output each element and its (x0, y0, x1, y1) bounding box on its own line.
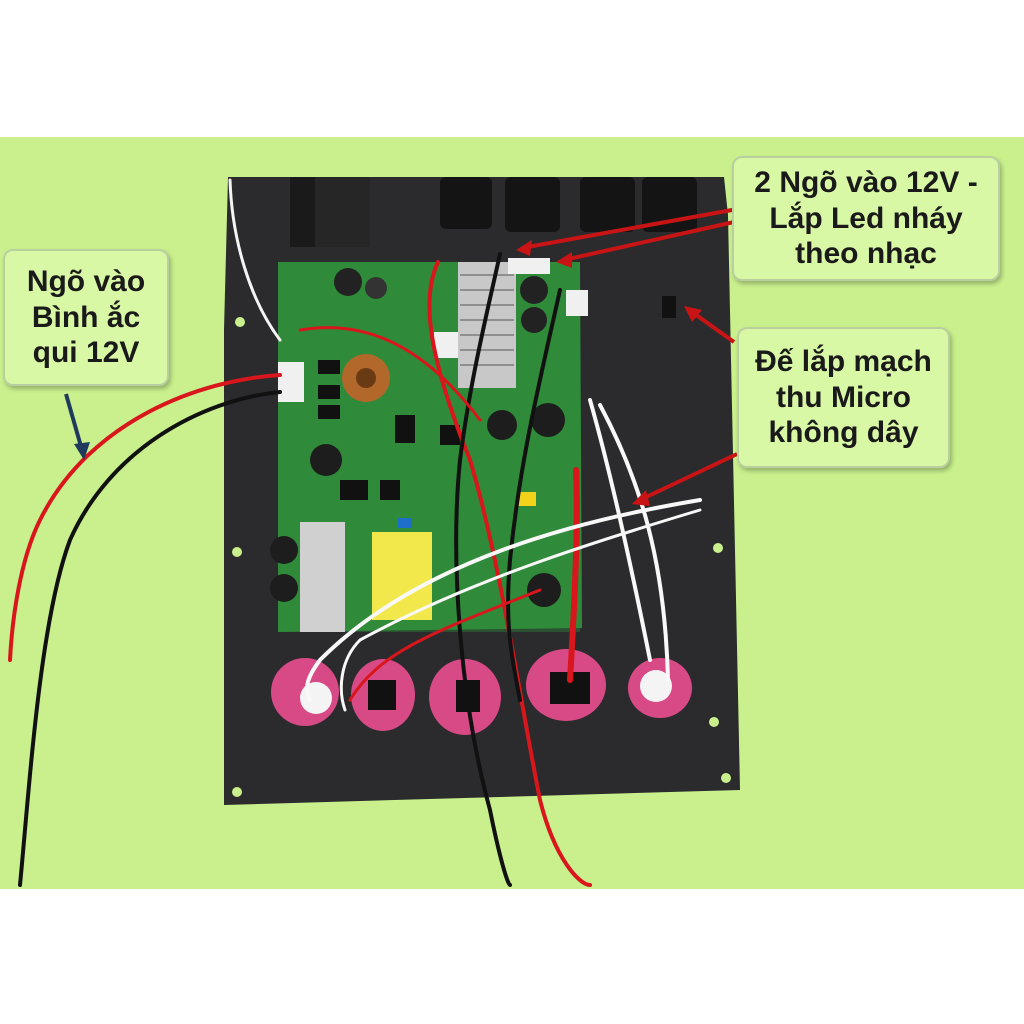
annotation-arrows (64, 206, 744, 506)
wireless-mic-callout: Đế lắp mạch thu Micro không dây (737, 327, 950, 468)
top-jacks (290, 177, 697, 247)
mic-mount-post (662, 296, 676, 318)
battery-input-callout: Ngõ vào Bình ắc qui 12V (3, 249, 169, 386)
speaker-terminals (271, 649, 692, 735)
led-input-callout: 2 Ngõ vào 12V - Lắp Led nháy theo nhạc (732, 156, 1000, 281)
wires (8, 178, 702, 887)
